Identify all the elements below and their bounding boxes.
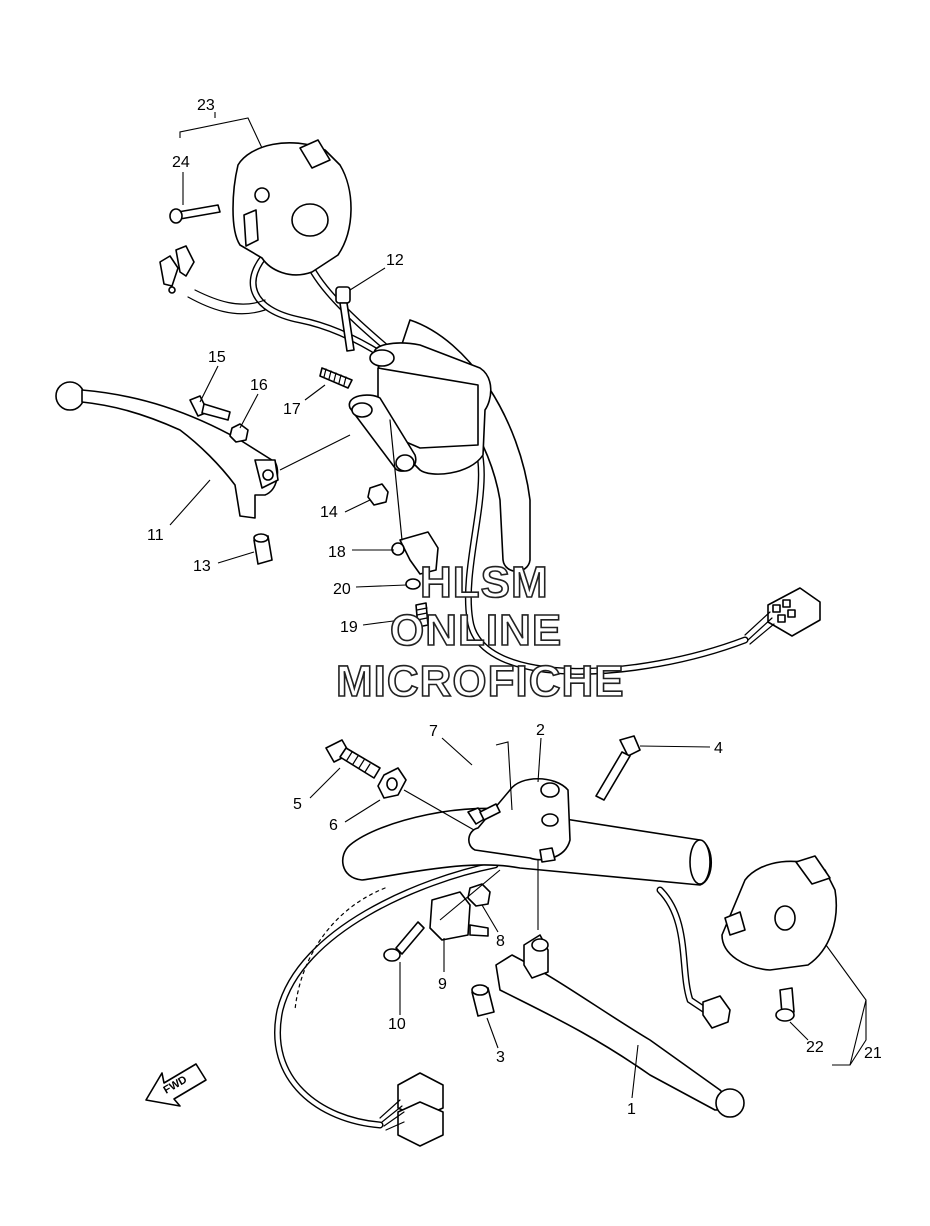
label-2: 2: [536, 722, 545, 739]
spring-17: [319, 367, 353, 389]
label-11: 11: [147, 527, 164, 544]
screw-22: [775, 987, 795, 1022]
label-24: 24: [172, 154, 190, 171]
label-17: 17: [283, 401, 301, 418]
upper-connector: [744, 587, 821, 645]
label-21: 21: [864, 1045, 882, 1062]
watermark-line-1: HLSM: [420, 558, 549, 607]
lower-right-connector: [702, 995, 731, 1029]
label-7: 7: [429, 723, 438, 740]
upper-handlebar-switch: [232, 139, 352, 276]
label-22: 22: [806, 1039, 824, 1056]
bolt-15: [189, 395, 231, 421]
label-20: 20: [333, 581, 351, 598]
label-19: 19: [340, 619, 358, 636]
label-4: 4: [714, 740, 723, 757]
watermark: HLSM ONLINE MICROFICHE: [335, 557, 625, 707]
clutch-holder-2: [468, 778, 571, 863]
switch-18: [389, 419, 439, 575]
label-6: 6: [329, 817, 338, 834]
bolt-5: [325, 739, 381, 779]
bolt-7: [467, 803, 501, 825]
brake-lever-11: [55, 381, 279, 519]
label-15: 15: [208, 349, 226, 366]
label-14: 14: [320, 504, 338, 521]
part-number-labels: 23 24 12 15 16 17 11 13 14 18 20 19 7 2 …: [147, 97, 882, 1118]
collar-3: [471, 984, 495, 1017]
bolt-4: [595, 735, 641, 801]
bolt-12: [335, 286, 355, 352]
nut-14: [367, 483, 389, 506]
screw-24: [169, 204, 221, 224]
washer-20: [405, 578, 421, 590]
lower-handlebar-switch-21: [721, 855, 838, 971]
label-23: 23: [197, 97, 215, 114]
lower-switch-cable: [274, 861, 709, 1129]
nut-16: [229, 423, 249, 443]
screw-19: [415, 602, 429, 628]
label-3: 3: [496, 1049, 505, 1066]
switch-wire-terminals: [159, 245, 195, 294]
label-12: 12: [386, 252, 404, 269]
master-cylinder: [348, 342, 492, 475]
watermark-line-3: MICROFICHE: [336, 657, 625, 706]
label-9: 9: [438, 976, 447, 993]
leader-lines: [169, 112, 867, 1099]
watermark-line-2: ONLINE: [390, 606, 562, 655]
upper-switch-cable: [187, 226, 749, 675]
label-16: 16: [250, 377, 268, 394]
forward-direction-arrow: FWD: [145, 1063, 207, 1107]
lower-left-connector: [379, 1072, 444, 1147]
collar-13: [253, 533, 273, 565]
label-13: 13: [193, 558, 211, 575]
label-5: 5: [293, 796, 302, 813]
nut-6: [377, 767, 407, 799]
clutch-lever-1: [495, 934, 745, 1118]
screw-10: [383, 921, 425, 962]
label-10: 10: [388, 1016, 406, 1033]
nut-8: [467, 883, 491, 907]
label-18: 18: [328, 544, 346, 561]
label-1: 1: [627, 1101, 636, 1118]
label-8: 8: [496, 933, 505, 950]
